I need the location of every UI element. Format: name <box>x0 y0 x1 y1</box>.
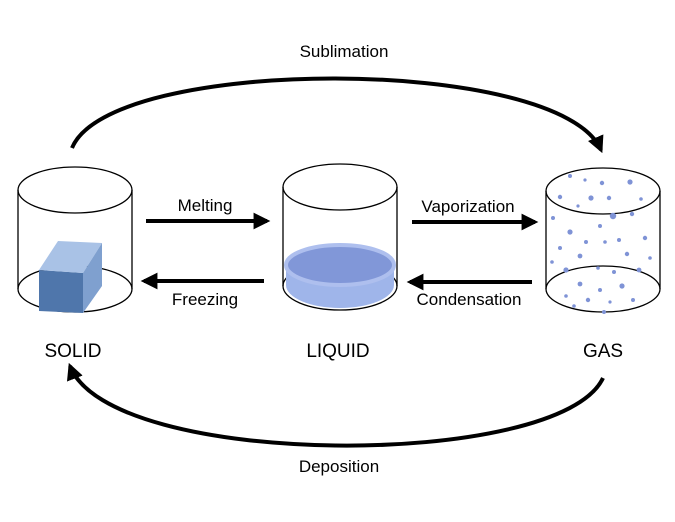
liquid-label: LIQUID <box>306 341 369 362</box>
gas-label: GAS <box>583 341 623 362</box>
deposition-arrow <box>67 362 605 448</box>
sublimation-arrow <box>70 76 604 154</box>
liquid-surface <box>286 245 394 285</box>
gas-container <box>545 167 661 314</box>
ice-cube <box>39 241 102 313</box>
liquid-container <box>282 163 398 311</box>
freezing-label: Freezing <box>172 290 238 309</box>
condensation-label: Condensation <box>417 290 522 309</box>
melting-label: Melting <box>178 196 233 215</box>
gas-particles <box>550 174 652 314</box>
solid-label: SOLID <box>44 341 101 362</box>
vaporization-label: Vaporization <box>421 197 514 216</box>
solid-container <box>17 166 133 313</box>
deposition-label: Deposition <box>299 457 379 476</box>
sublimation-label: Sublimation <box>300 42 389 61</box>
